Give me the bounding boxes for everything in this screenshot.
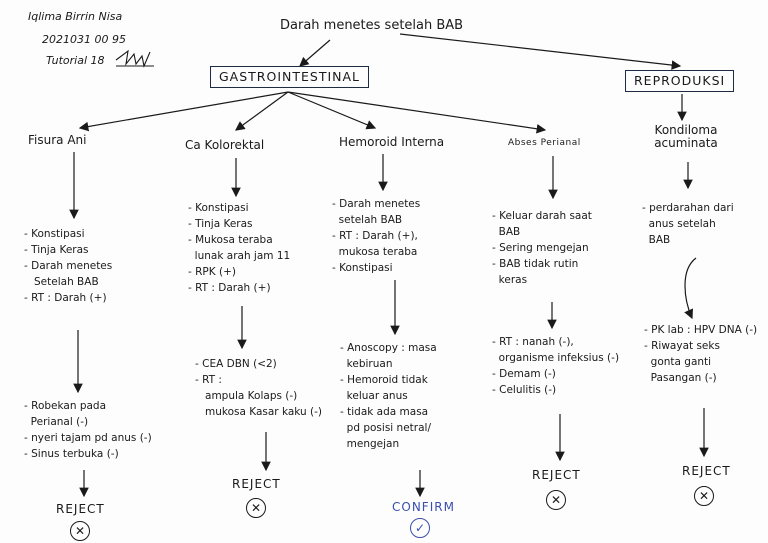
edge-kondiloma-tests: [684, 257, 697, 320]
reject-x-icon: ✕: [246, 498, 266, 518]
list-item: - Anoscopy : masa: [340, 342, 437, 354]
list-item: ampula Kolaps (-): [195, 390, 298, 402]
confirm-check-icon: ✓: [410, 518, 430, 538]
diagram-title: Darah menetes setelah BAB: [280, 18, 464, 33]
author-nim: 2021031 00 95: [42, 33, 126, 46]
list-item: - Tinja Keras: [24, 244, 89, 256]
reject-x-icon: ✕: [546, 490, 566, 510]
edge-title-repro: [399, 33, 682, 70]
findings-list-fisura: - Konstipasi - Tinja Keras - Darah menetes…: [24, 226, 112, 306]
list-item: kebiruan: [340, 358, 393, 370]
list-item: mengejan: [340, 438, 400, 450]
tests-list-kondiloma: - PK lab : HPV DNA (-) - Riwayat seks gon…: [644, 322, 757, 386]
findings-list-ca: - Konstipasi - Tinja Keras - Mukosa teraba…: [188, 200, 290, 296]
list-item: - RT : Darah (+),: [332, 230, 418, 242]
list-item: - RT : Darah (+): [24, 292, 107, 304]
list-item: - Konstipasi: [24, 228, 85, 240]
list-item: keluar anus: [340, 390, 408, 402]
list-item: Setelah BAB: [24, 276, 99, 288]
list-item: - PK lab : HPV DNA (-): [644, 324, 758, 336]
result-abses: REJECT: [532, 468, 581, 482]
list-item: - Celulitis (-): [492, 384, 557, 396]
result-hemoroid: CONFIRM: [392, 500, 455, 514]
category-ca-kolorektal: Ca Kolorektal: [185, 138, 265, 152]
edge-title-gastro: [299, 39, 331, 67]
list-item: - Keluar darah saat: [492, 210, 592, 222]
list-item: lunak arah jam 11: [188, 250, 291, 262]
edge-gastro-ca: [235, 91, 289, 131]
result-kondiloma: REJECT: [682, 464, 731, 478]
list-item: - Hemoroid tidak: [340, 374, 428, 386]
tests-list-hemoroid: - Anoscopy : masa kebiruan - Hemoroid tid…: [340, 340, 437, 452]
author-name: Iqlima Birrin Nisa: [28, 10, 123, 23]
list-item: - nyeri tajam pd anus (-): [24, 432, 152, 444]
category-kondiloma-acuminata: Kondiloma acuminata: [654, 123, 718, 150]
list-item: BAB: [642, 234, 671, 246]
list-item: - Darah menetes: [332, 198, 421, 210]
list-item: - BAB tidak rutin: [492, 258, 579, 270]
signature-icon: [115, 49, 154, 68]
tests-list-abses: - RT : nanah (-), organisme infeksius (-…: [492, 334, 619, 398]
findings-list-abses: - Keluar darah saat BAB - Sering mengejan…: [492, 208, 592, 288]
list-item: - RPK (+): [188, 266, 236, 278]
edge-gastro-hemoroid: [287, 91, 377, 130]
list-item: - Tinja Keras: [188, 218, 253, 230]
list-item: pd posisi netral/: [340, 422, 431, 434]
tests-list-ca: - CEA DBN (<2) - RT : ampula Kolaps (-) m…: [195, 356, 322, 420]
findings-list-kondiloma: - perdarahan dari anus setelah BAB: [642, 200, 734, 248]
list-item: - CEA DBN (<2): [195, 358, 277, 370]
system-box-reproduksi: REPRODUKSI: [625, 70, 735, 92]
result-fisura: REJECT: [56, 502, 105, 516]
list-item: Pasangan (-): [644, 372, 717, 384]
findings-list-hemoroid: - Darah menetes setelah BAB - RT : Darah …: [332, 196, 420, 276]
tests-list-fisura: - Robekan pada Perianal (-) - nyeri tajam…: [24, 398, 152, 462]
list-item: - RT :: [195, 374, 222, 386]
category-hemoroid-interna: Hemoroid Interna: [339, 135, 445, 149]
edge-gastro-fisura: [78, 91, 289, 132]
list-item: - Sinus terbuka (-): [24, 448, 119, 460]
list-item: Perianal (-): [24, 416, 89, 428]
reject-x-icon: ✕: [70, 521, 90, 541]
edge-gastro-abses: [287, 91, 547, 134]
list-item: anus setelah: [642, 218, 716, 230]
list-item: - Konstipasi: [332, 262, 393, 274]
list-item: BAB: [492, 226, 521, 238]
list-item: - perdarahan dari: [642, 202, 734, 214]
result-ca: REJECT: [232, 477, 281, 491]
list-item: mukosa teraba: [332, 246, 418, 258]
list-item: mukosa Kasar kaku (-): [195, 406, 323, 418]
list-item: - tidak ada masa: [340, 406, 429, 418]
list-item: - Sering mengejan: [492, 242, 589, 254]
list-item: gonta ganti: [644, 356, 712, 368]
list-item: - Konstipasi: [188, 202, 249, 214]
list-item: organisme infeksius (-): [492, 352, 620, 364]
category-abses-perianal: Abses Perianal: [508, 138, 581, 148]
category-fisura-ani: Fisura Ani: [28, 133, 87, 147]
list-item: - RT : Darah (+): [188, 282, 271, 294]
list-item: - RT : nanah (-),: [492, 336, 574, 348]
list-item: - Demam (-): [492, 368, 556, 380]
list-item: - Riwayat seks: [644, 340, 720, 352]
list-item: - Mukosa teraba: [188, 234, 273, 246]
list-item: keras: [492, 274, 528, 286]
reject-x-icon: ✕: [694, 486, 714, 506]
tutorial-label: Tutorial 18: [46, 54, 105, 67]
list-item: - Darah menetes: [24, 260, 113, 272]
list-item: setelah BAB: [332, 214, 403, 226]
list-item: - Robekan pada: [24, 400, 107, 412]
system-box-gastrointestinal: GASTROINTESTINAL: [210, 66, 370, 88]
